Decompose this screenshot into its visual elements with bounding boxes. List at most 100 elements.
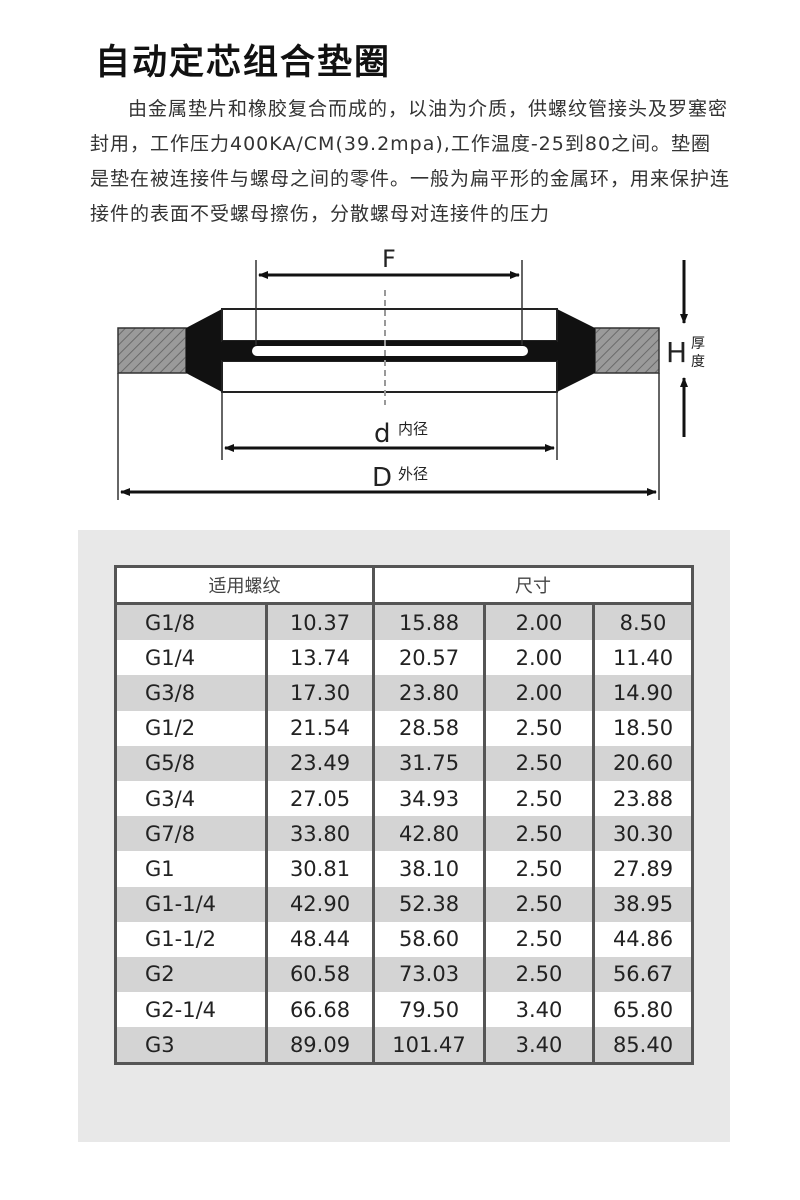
label-D-note: 外径	[398, 465, 428, 483]
cell-thread: G1/8	[114, 603, 268, 641]
cell-value: 2.50	[483, 921, 595, 957]
cell-value: 27.89	[592, 851, 694, 887]
cell-thread: G1/2	[114, 710, 268, 746]
cell-value: 73.03	[372, 956, 486, 993]
cell-value: 30.30	[592, 816, 694, 852]
cell-value: 2.50	[483, 886, 595, 922]
cell-thread: G1/4	[114, 640, 268, 676]
lower-plate	[221, 360, 558, 393]
cell-value: 42.80	[372, 816, 486, 852]
cell-thread: G1	[114, 851, 268, 887]
cell-value: 2.50	[483, 780, 595, 817]
cell-value: 20.57	[372, 640, 486, 676]
cell-value: 38.10	[372, 851, 486, 887]
cell-value: 23.88	[592, 780, 694, 817]
cell-thread: G1-1/2	[114, 921, 268, 957]
cell-value: 48.44	[265, 921, 375, 957]
right-rubber-seal	[557, 309, 595, 392]
cell-value: 56.67	[592, 956, 694, 993]
cell-thread: G5/8	[114, 745, 268, 781]
cell-value: 66.68	[265, 992, 375, 1028]
cell-value: 2.50	[483, 851, 595, 887]
cell-value: 52.38	[372, 886, 486, 922]
cell-value: 2.50	[483, 745, 595, 781]
cell-value: 79.50	[372, 992, 486, 1028]
cell-value: 65.80	[592, 992, 694, 1028]
cell-value: 21.54	[265, 710, 375, 746]
cell-thread: G2-1/4	[114, 992, 268, 1028]
cell-value: 42.90	[265, 886, 375, 922]
cell-value: 3.40	[483, 1027, 595, 1066]
cell-value: 2.00	[483, 675, 595, 711]
cell-value: 14.90	[592, 675, 694, 711]
cell-value: 11.40	[592, 640, 694, 676]
cell-value: 28.58	[372, 710, 486, 746]
label-d-note: 内径	[398, 420, 428, 438]
cell-value: 23.49	[265, 745, 375, 781]
cell-value: 31.75	[372, 745, 486, 781]
white-gap	[252, 346, 528, 356]
cell-value: 18.50	[592, 710, 694, 746]
cell-value: 30.81	[265, 851, 375, 887]
left-rubber-seal	[186, 309, 222, 392]
cell-value: 23.80	[372, 675, 486, 711]
cell-value: 17.30	[265, 675, 375, 711]
header-size: 尺寸	[372, 565, 694, 605]
cell-value: 3.40	[483, 992, 595, 1028]
cell-value: 2.50	[483, 816, 595, 852]
cell-value: 38.95	[592, 886, 694, 922]
cell-thread: G7/8	[114, 816, 268, 852]
cell-value: 13.74	[265, 640, 375, 676]
cell-value: 2.00	[483, 603, 595, 641]
label-h: H	[666, 336, 687, 369]
right-hatched-section	[594, 327, 660, 374]
cell-value: 10.37	[265, 603, 375, 641]
cell-value: 8.50	[592, 603, 694, 641]
upper-plate	[221, 308, 558, 342]
label-d: d	[374, 419, 391, 449]
cell-value: 101.47	[372, 1027, 486, 1066]
cell-value: 89.09	[265, 1027, 375, 1066]
cell-value: 2.00	[483, 640, 595, 676]
cell-value: 33.80	[265, 816, 375, 852]
label-D: D	[372, 463, 392, 493]
page-title: 自动定芯组合垫圈	[95, 43, 392, 83]
cell-value: 85.40	[592, 1027, 694, 1066]
cell-thread: G3/4	[114, 780, 268, 817]
label-h-note-1: 厚	[691, 336, 705, 352]
washer-cross-section-diagram: F d 内径 D 外径 H 厚 度	[117, 245, 705, 500]
cell-thread: G3	[114, 1027, 268, 1066]
cell-value: 44.86	[592, 921, 694, 957]
description-text: 由金属垫片和橡胶复合而成的，以油为介质，供螺纹管接头及罗塞密封用，工作压力400…	[90, 98, 731, 225]
cell-value: 20.60	[592, 745, 694, 781]
cell-value: 27.05	[265, 780, 375, 817]
cell-value: 60.58	[265, 956, 375, 993]
left-hatched-section	[117, 327, 187, 374]
cell-thread: G1-1/4	[114, 886, 268, 922]
label-h-note-2: 度	[691, 354, 705, 370]
cell-thread: G3/8	[114, 675, 268, 711]
header-thread: 适用螺纹	[114, 565, 375, 605]
cell-value: 2.50	[483, 956, 595, 993]
label-f: F	[382, 245, 396, 273]
table-header-row: 适用螺纹 尺寸	[114, 565, 694, 605]
cell-value: 15.88	[372, 603, 486, 641]
cell-value: 58.60	[372, 921, 486, 957]
cell-thread: G2	[114, 956, 268, 993]
cell-value: 34.93	[372, 780, 486, 817]
